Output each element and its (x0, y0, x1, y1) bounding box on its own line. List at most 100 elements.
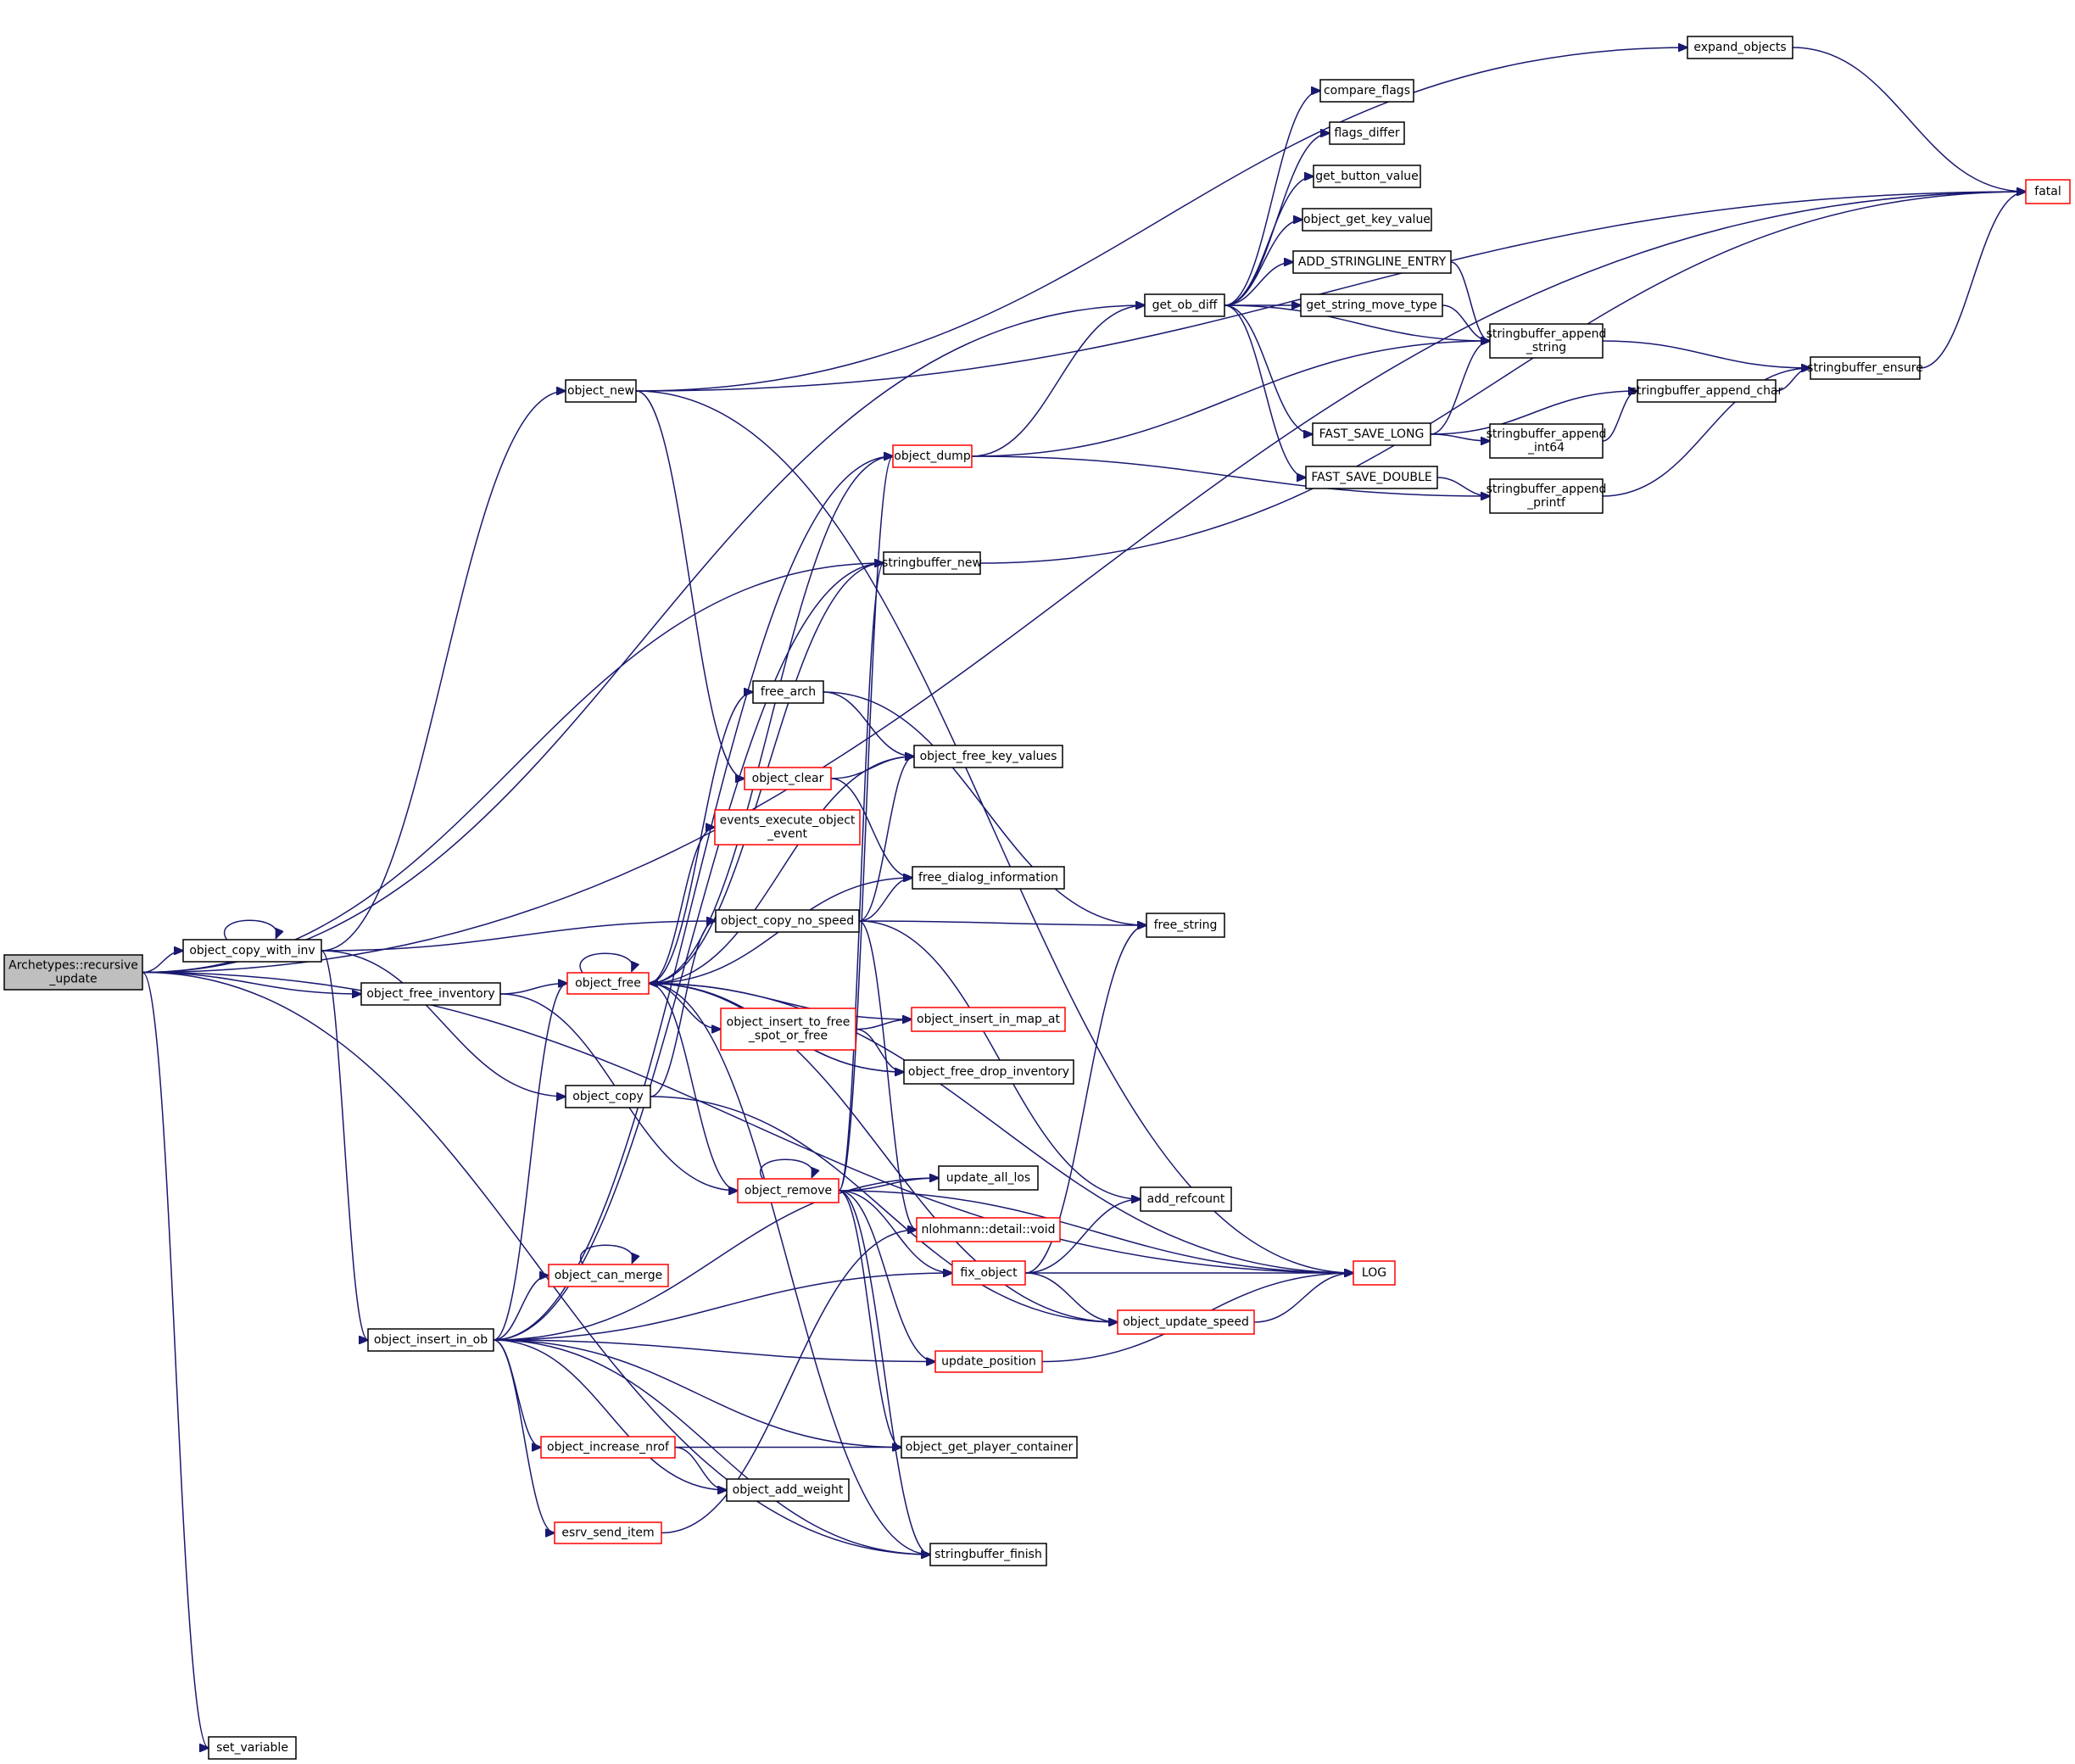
node-box (565, 1085, 651, 1108)
node-object-get-key-value[interactable]: object_get_key_value (1302, 208, 1432, 232)
node-object-copy[interactable]: object_copy (565, 1085, 651, 1108)
node-box (903, 1059, 1074, 1085)
node-box (1146, 913, 1225, 938)
node-object-dump[interactable]: object_dump (892, 444, 973, 468)
edge-object-remove-to-object-get-player-container (838, 1190, 901, 1448)
node-object-new[interactable]: object_new (565, 379, 637, 403)
edge-object-insert-in-ob-to-object-add-weight (493, 1339, 727, 1490)
node-set-variable[interactable]: set_variable (208, 1736, 297, 1760)
edge-object-new-to-log (635, 390, 1353, 1273)
node-object-update-speed[interactable]: object_update_speed (1117, 1309, 1255, 1335)
node-fast-save-long[interactable]: FAST_SAVE_LONG (1312, 422, 1431, 446)
edge-get-ob-diff-to-get-button-value (1224, 176, 1314, 306)
node-get-ob-diff[interactable]: get_ob_diff (1144, 293, 1225, 317)
node-label: object_free_inventory (366, 987, 494, 1001)
node-fatal[interactable]: fatal (2025, 179, 2071, 204)
node-get-string-move-type[interactable]: get_string_move_type (1300, 293, 1443, 317)
edge-object-remove-to-stringbuffer-finish (838, 1190, 930, 1555)
node-label: nlohmann::detail::void (921, 1223, 1055, 1236)
edge-object-copy-with-inv-to-object-copy-with-inv (223, 919, 277, 941)
edges-layer (142, 47, 2026, 1748)
node-object-free-key-values[interactable]: object_free_key_values (913, 745, 1063, 768)
node-object-copy-with-inv[interactable]: object_copy_with_inv (182, 939, 322, 963)
node-free-string[interactable]: free_string (1146, 913, 1225, 938)
node-label: _update (48, 973, 97, 986)
node-stringbuffer-append-char[interactable]: stringbuffer_append_char (1631, 379, 1783, 403)
edge-object-copy-with-inv-to-object-copy-no-speed (321, 921, 716, 952)
node-object-add-weight[interactable]: object_add_weight (726, 1478, 850, 1502)
node-label: stringbuffer_finish (934, 1548, 1042, 1561)
node-box (1313, 165, 1421, 188)
edge-stringbuffer-append-printf-to-stringbuffer-ensure (1602, 368, 1810, 497)
node-box (182, 939, 322, 963)
node-label: object_insert_in_ob (374, 1333, 488, 1347)
node-stringbuffer-append-printf[interactable]: stringbuffer_append_printf (1487, 478, 1607, 514)
node-log[interactable]: LOG (1353, 1260, 1396, 1286)
node-label: stringbuffer_new (882, 556, 982, 570)
node-label: set_variable (216, 1741, 288, 1755)
edge-fast-save-double-to-stringbuffer-append-printf (1436, 477, 1490, 496)
node-stringbuffer-finish[interactable]: stringbuffer_finish (929, 1543, 1047, 1566)
node-object-insert-in-map-at[interactable]: object_insert_in_map_at (911, 1007, 1066, 1032)
node-update-all-los[interactable]: update_all_los (938, 1165, 1039, 1191)
edge-root-to-set-variable (142, 971, 209, 1749)
nodes-layer: Archetypes::recursive_updateobject_copy_… (3, 36, 2071, 1760)
node-add-refcount[interactable]: add_refcount (1140, 1186, 1232, 1212)
edge-object-insert-in-ob-to-object-get-player-container (493, 1339, 901, 1448)
node-object-can-merge[interactable]: object_can_merge (548, 1264, 669, 1287)
node-object-copy-no-speed[interactable]: object_copy_no_speed (715, 909, 860, 933)
edge-object-copy-with-inv-to-object-copy (321, 950, 566, 1097)
node-label: Archetypes::recursive (8, 959, 138, 973)
node-fast-save-double[interactable]: FAST_SAVE_DOUBLE (1305, 466, 1438, 489)
node-stringbuffer-ensure[interactable]: stringbuffer_ensure (1807, 356, 1923, 380)
edge-object-dump-to-get-ob-diff (971, 305, 1145, 457)
node-expand-objects[interactable]: expand_objects (1687, 36, 1793, 59)
edge-object-copy-no-speed-to-object-free-key-values (858, 756, 914, 922)
edge-object-dump-to-stringbuffer-append-string (971, 341, 1490, 457)
node-object-clear[interactable]: object_clear (744, 767, 832, 790)
node-box (901, 1436, 1078, 1459)
node-fix-object[interactable]: fix_object (951, 1260, 1026, 1286)
node-free-dialog-information[interactable]: free_dialog_information (912, 866, 1065, 890)
edge-object-free-to-log (648, 982, 1353, 1274)
node-label: free_string (1154, 918, 1218, 932)
node-label: ADD_STRINGLINE_ENTRY (1298, 255, 1447, 269)
node-label: object_add_weight (733, 1483, 844, 1497)
edge-object-copy-no-speed-to-free-dialog-information (858, 878, 912, 922)
node-box (566, 972, 650, 995)
edge-fast-save-long-to-stringbuffer-append-char (1430, 391, 1637, 435)
node-get-button-value[interactable]: get_button_value (1313, 165, 1421, 188)
node-add-stringline-entry[interactable]: ADD_STRINGLINE_ENTRY (1292, 250, 1452, 274)
node-label: stringbuffer_append (1487, 427, 1607, 441)
node-object-free[interactable]: object_free (566, 972, 650, 995)
node-box (1810, 356, 1921, 380)
node-object-get-player-container[interactable]: object_get_player_container (901, 1436, 1078, 1459)
edge-object-copy-to-object-update-speed (650, 1096, 1118, 1322)
node-update-position[interactable]: update_position (934, 1350, 1043, 1373)
node-stringbuffer-append-int64[interactable]: stringbuffer_append_int64 (1487, 423, 1607, 459)
node-root[interactable]: Archetypes::recursive_update (3, 954, 143, 991)
node-nlohmann-void[interactable]: nlohmann::detail::void (916, 1217, 1061, 1242)
node-object-free-drop-inventory[interactable]: object_free_drop_inventory (903, 1059, 1074, 1085)
node-compare-flags[interactable]: compare_flags (1319, 79, 1414, 103)
node-stringbuffer-append-string[interactable]: stringbuffer_append_string (1487, 323, 1607, 359)
node-stringbuffer-new[interactable]: stringbuffer_new (882, 551, 982, 575)
node-events-execute-object-event[interactable]: events_execute_object_event (714, 809, 861, 846)
node-label: update_all_los (946, 1171, 1030, 1185)
node-object-insert-to-free-spot-or-free[interactable]: object_insert_to_free_spot_or_free (720, 1008, 856, 1051)
edge-object-free-to-object-dump (648, 456, 893, 985)
edge-object-insert-to-free-spot-or-free-to-object-free-drop-inventory (855, 1028, 904, 1073)
node-flags-differ[interactable]: flags_differ (1329, 121, 1405, 145)
node-object-increase-nrof[interactable]: object_increase_nrof (540, 1436, 676, 1459)
edge-get-ob-diff-to-fast-save-long (1224, 304, 1313, 434)
node-free-arch[interactable]: free_arch (752, 680, 824, 704)
node-object-insert-in-ob[interactable]: object_insert_in_ob (367, 1328, 494, 1352)
edge-object-insert-in-ob-to-fix-object (493, 1273, 952, 1341)
edge-object-copy-with-inv-to-object-new (321, 391, 566, 952)
node-object-free-inventory[interactable]: object_free_inventory (360, 982, 501, 1006)
node-label: object_remove (745, 1184, 832, 1197)
node-esrv-send-item[interactable]: esrv_send_item (554, 1521, 662, 1544)
node-label: stringbuffer_append (1487, 327, 1607, 341)
node-object-remove[interactable]: object_remove (737, 1178, 839, 1203)
edge-root-to-object-copy-with-inv (142, 951, 183, 974)
